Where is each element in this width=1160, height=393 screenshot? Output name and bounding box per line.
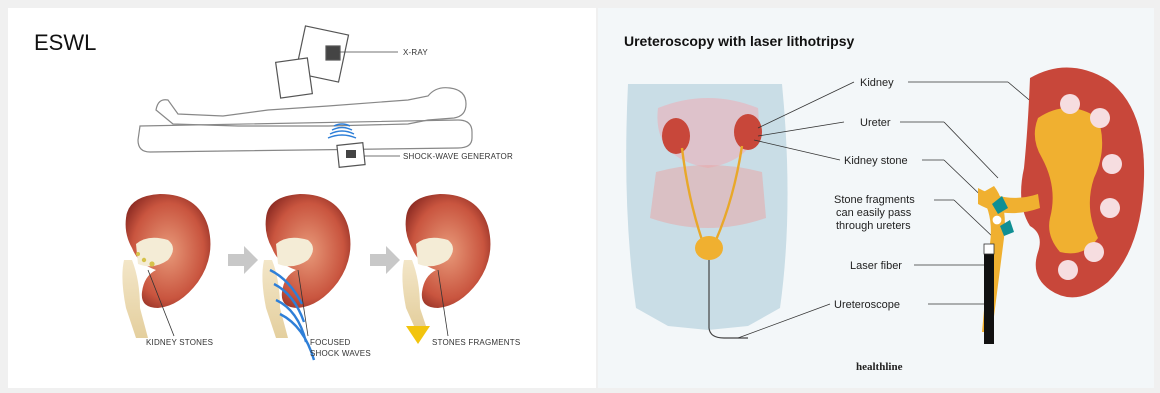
kidney-stage-1 [122,194,210,338]
shock-generator [328,124,365,167]
ureteroscopy-title: Ureteroscopy with laser lithotripsy [624,33,854,49]
eswl-panel: ESWL X-RAY SHOCK-WAVE GENERATOR [8,8,596,388]
label-ureteroscope: Ureteroscope [834,299,900,311]
label-laser-fiber: Laser fiber [850,260,902,272]
arrow-right-icon [228,246,258,274]
ureteroscopy-panel: Ureteroscopy with laser lithotripsy Kidn… [598,8,1154,388]
label-xray: X-RAY [403,48,428,57]
label-kidney-stones: KIDNEY STONES [146,338,213,347]
patient-outline [138,88,472,152]
label-focused-2: SHOCK WAVES [310,349,371,358]
label-fragments-1: Stone fragments [834,194,915,206]
brand-logo: healthline [856,361,903,373]
kidney-cross-section [978,67,1144,344]
xray-device [276,26,349,98]
label-stones-fragments: STONES FRAGMENTS [432,338,520,347]
label-fragments-2: can easily pass [836,207,912,219]
label-kidney: Kidney [860,77,894,89]
label-ureter: Ureter [860,117,891,129]
eswl-title: ESWL [34,30,96,55]
label-focused-1: FOCUSED [310,338,351,347]
arrow-right-icon [370,246,400,274]
eswl-diagram: ESWL X-RAY SHOCK-WAVE GENERATOR [8,8,596,388]
torso-illustration [626,84,787,338]
label-kidney-stone: Kidney stone [844,155,908,167]
ureteroscopy-diagram: Ureteroscopy with laser lithotripsy Kidn… [598,8,1154,388]
kidney-stage-2 [262,194,350,360]
kidney-stage-3 [402,194,490,344]
label-generator: SHOCK-WAVE GENERATOR [403,152,513,161]
label-fragments-3: through ureters [836,220,911,232]
